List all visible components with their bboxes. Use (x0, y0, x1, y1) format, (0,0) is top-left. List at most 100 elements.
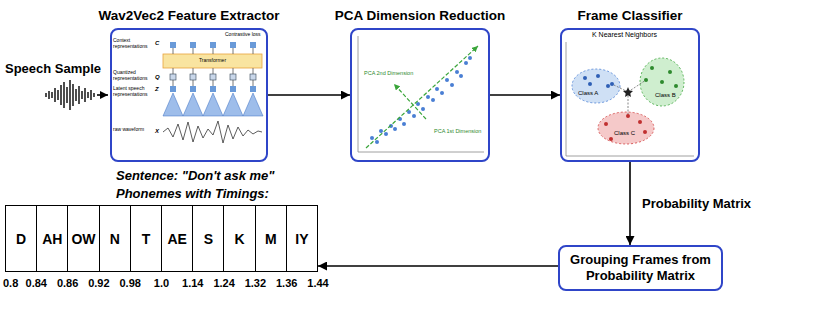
point (643, 130, 647, 134)
connectors (268, 95, 630, 266)
illustration-label: Transformer (199, 58, 226, 64)
class-label: Class A (578, 90, 598, 97)
point (668, 70, 672, 74)
quantized-square (190, 74, 196, 80)
box-text: Grouping Frames from Probability Matrix (560, 252, 721, 283)
phoneme-cell: AH (36, 206, 67, 271)
point (426, 95, 430, 99)
timing-value: 0.86 (57, 277, 78, 290)
process-box: Grouping Frames from Probability Matrix (558, 245, 723, 291)
class-region (572, 69, 620, 103)
point (626, 114, 630, 118)
timing-value: 1.24 (213, 277, 234, 290)
point (435, 87, 439, 91)
phoneme-label: D (16, 231, 26, 247)
point (379, 129, 383, 133)
box-heading: PCA Dimension Reduction (335, 8, 506, 23)
phoneme-cell: S (192, 206, 223, 271)
phoneme-cell: K (223, 206, 254, 271)
point (610, 82, 614, 86)
illustration-label: Quantized representations (113, 70, 153, 82)
phoneme-label: AE (167, 231, 186, 247)
point (583, 76, 587, 80)
phoneme-label: IY (295, 231, 308, 247)
quantized-square (230, 74, 236, 80)
class-points (644, 66, 678, 88)
timing-value: 1.0 (154, 277, 169, 290)
point (375, 140, 379, 144)
box-heading: Wav2Vec2 Feature Extractor (98, 8, 279, 23)
axes (358, 36, 484, 152)
timing-value: 1.36 (276, 277, 297, 290)
input-arrow (97, 94, 108, 96)
class-region (598, 112, 654, 144)
illustration-label: X (155, 128, 159, 135)
point (431, 98, 435, 102)
phoneme-label: M (265, 231, 277, 247)
phoneme-cell: N (99, 206, 130, 271)
timing-value: 1.44 (307, 277, 328, 290)
phoneme-cell: AE (161, 206, 192, 271)
point (604, 122, 608, 126)
point (674, 84, 678, 88)
latent-square (170, 86, 176, 92)
point (402, 122, 406, 126)
point (445, 78, 449, 82)
latent-square (210, 86, 216, 92)
context-square (190, 42, 196, 48)
illustration-label: Contrastive loss (225, 32, 261, 38)
latent-square (190, 86, 196, 92)
phoneme-cell: T (130, 206, 161, 271)
timing-value: 0.8 (3, 277, 18, 290)
axes (566, 42, 694, 156)
context-square (170, 42, 176, 48)
timing-value: 0.84 (26, 277, 47, 290)
phoneme-label: K (234, 231, 244, 247)
flow-arrow (490, 94, 560, 96)
timing-value: 0.98 (119, 277, 140, 290)
phoneme-cell: IY (286, 206, 317, 271)
point (606, 84, 610, 88)
point (638, 120, 642, 124)
flow-arrow (318, 265, 558, 267)
point (421, 107, 425, 111)
phoneme-table: DAHOWNTAESKMIYSentence: "Don't ask me"Ph… (5, 205, 318, 272)
quantized-square (250, 74, 256, 80)
point (644, 78, 648, 82)
latent-square (250, 86, 256, 92)
connection-lines (173, 48, 253, 86)
illustration-title: K Nearest Neighbors (592, 31, 657, 39)
waveform-icon (46, 80, 94, 110)
table-heading: Phonemes with Timings: (116, 186, 269, 201)
point (450, 83, 454, 87)
timing-value: 0.92 (88, 277, 109, 290)
timing-value: 1.32 (245, 277, 266, 290)
point (384, 132, 388, 136)
axis-label: PCA 2nd Dimension (364, 70, 413, 76)
point (596, 74, 600, 78)
point (370, 136, 374, 140)
sentence-heading: Sentence: "Don't ask me" (116, 168, 274, 183)
point (660, 80, 664, 84)
illustration-label: C (155, 40, 159, 47)
quantized-square (170, 74, 176, 80)
timing-value: 1.14 (182, 277, 203, 290)
process-box: PCA Dimension Reduction (350, 28, 490, 162)
phoneme-label: AH (42, 231, 62, 247)
illustration-label: Latent speech representations (113, 86, 153, 98)
point (455, 70, 459, 74)
class-points (583, 74, 614, 88)
raw-waveform (163, 121, 262, 143)
flow-arrow (629, 162, 631, 245)
transformer-band (163, 54, 262, 68)
phoneme-label: N (110, 231, 120, 247)
illustration-label: Z (155, 86, 159, 93)
axis-label: PCA 1st Dimension (434, 128, 481, 134)
point (393, 127, 397, 131)
point (588, 82, 592, 86)
phoneme-label: OW (71, 231, 95, 247)
point (609, 137, 613, 141)
flow-arrow (268, 94, 350, 96)
point (650, 66, 654, 70)
